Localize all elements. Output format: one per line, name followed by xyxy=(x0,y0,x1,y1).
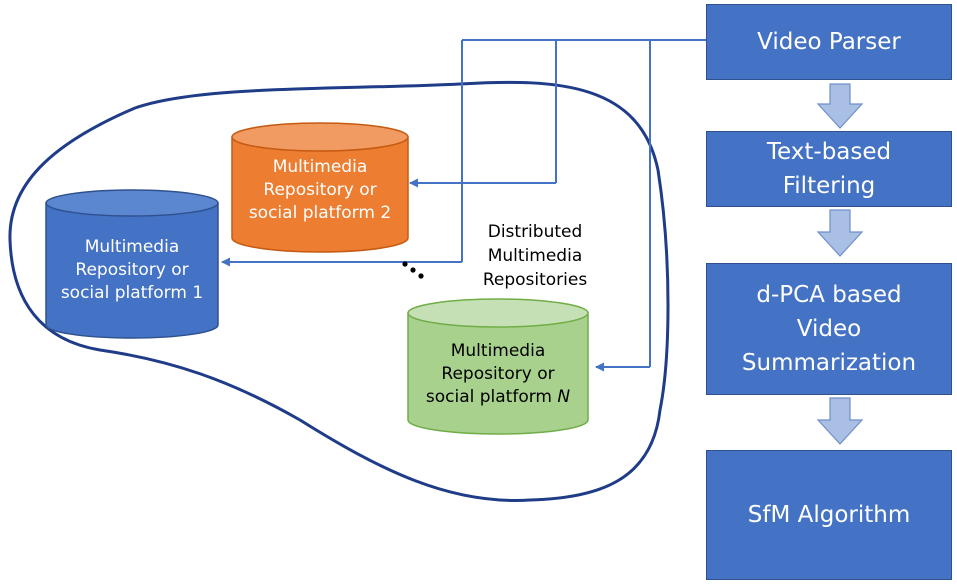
repo-n-suffix: N xyxy=(557,387,571,407)
sfm-label: SfM Algorithm xyxy=(747,502,911,528)
cylinder-repo-n xyxy=(407,298,589,435)
cloud-outline xyxy=(8,80,670,502)
dpca-label-line3: Summarization xyxy=(741,350,917,376)
text-filtering-label-line1: Text-based xyxy=(766,139,892,165)
ellipsis-dots xyxy=(402,261,424,279)
down-arrow-2 xyxy=(816,209,864,257)
distributed-repositories-label: Distributed Multimedia Repositories xyxy=(482,222,588,290)
repo-2-label: Multimedia Repository or social platform… xyxy=(248,157,392,223)
video-parser-box: Video Parser xyxy=(706,4,952,80)
dpca-label-line2: Video xyxy=(796,316,862,342)
dpca-label-line1: d-PCA based xyxy=(756,282,902,308)
cylinder-repo-1 xyxy=(45,189,219,339)
sfm-box: SfM Algorithm xyxy=(706,450,952,580)
pipeline-arrows xyxy=(816,83,864,445)
down-arrow-1 xyxy=(816,83,864,129)
repo-1-label: Multimedia Repository or social platform… xyxy=(60,237,204,303)
down-arrow-3 xyxy=(816,397,864,445)
text-filtering-label-line2: Filtering xyxy=(782,173,876,199)
video-parser-label: Video Parser xyxy=(757,29,901,55)
repo-n-label: Multimedia Repository or social platform… xyxy=(425,341,571,407)
connectors xyxy=(221,39,706,372)
dpca-box: d-PCA based Video Summarization xyxy=(706,263,952,395)
cylinder-repo-2 xyxy=(231,122,409,253)
text-filtering-box: Text-based Filtering xyxy=(706,131,952,207)
